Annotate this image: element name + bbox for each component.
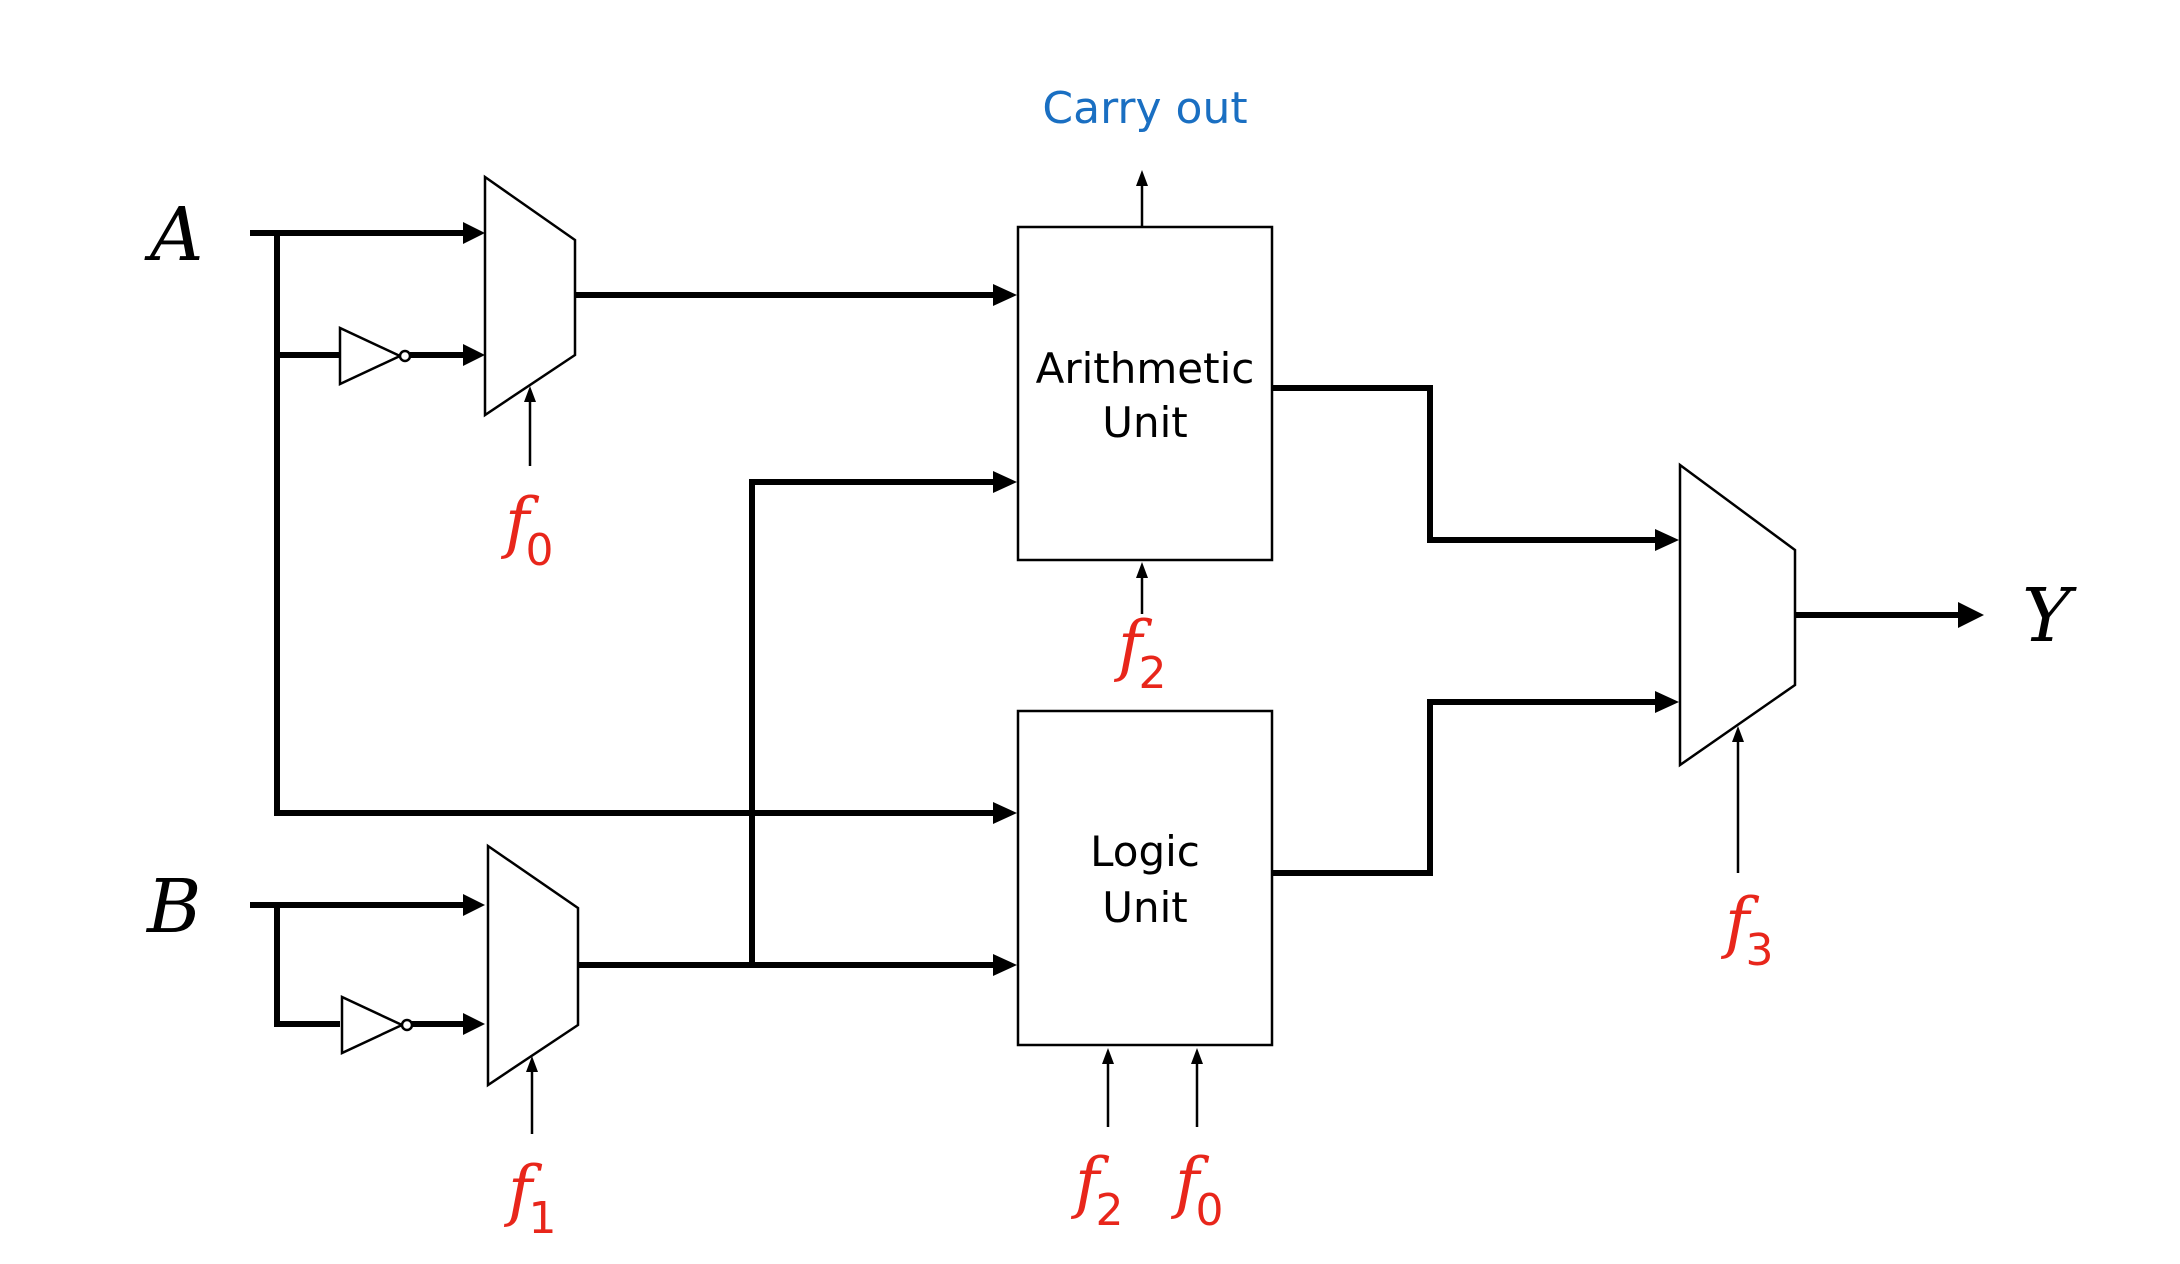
logic-unit-label-2: Unit (1102, 883, 1188, 932)
f1-arrowhead (526, 1056, 538, 1072)
control-f2-logic: f2 (1070, 1144, 1123, 1236)
control-f2-arith: f2 (1113, 607, 1166, 699)
f0-logic-arrowhead (1191, 1048, 1203, 1064)
arithmetic-unit-label-1: Arithmetic (1036, 344, 1255, 393)
input-a-label: A (144, 192, 203, 278)
mux-b (486, 843, 580, 1088)
wire-arith-out (1272, 385, 1660, 543)
arithmetic-unit-label-2: Unit (1102, 398, 1188, 447)
control-lines (524, 170, 1744, 1134)
control-f3-mux-out: f3 (1720, 884, 1773, 976)
wire-a-branch (274, 233, 1000, 816)
arrow-b-mux-bottom (463, 1013, 485, 1035)
arrow-y (1958, 602, 1984, 628)
arrow-out-mux-bottom (1655, 691, 1679, 713)
arrowheads (463, 222, 1984, 1035)
carry-out-label: Carry out (1042, 83, 1247, 134)
output-y-label: Y (2022, 573, 2077, 659)
arrow-a-mux-bottom (463, 344, 485, 366)
arrow-logic-in-b (993, 954, 1017, 976)
arrow-out-mux-top (1655, 529, 1679, 551)
arrow-b-mux-top (463, 894, 485, 916)
mux-out (1678, 462, 1797, 768)
wire-mux-b-to-arith (749, 479, 1000, 965)
mux-a (483, 174, 577, 418)
arrow-arith-in-a (993, 284, 1017, 306)
f2-arith-arrowhead (1136, 562, 1148, 578)
control-f1-mux-b: f1 (503, 1152, 556, 1244)
f2-logic-arrowhead (1102, 1048, 1114, 1064)
logic-unit-label-1: Logic (1090, 827, 1200, 876)
inverter-a (338, 326, 412, 386)
arrow-a-mux-top (463, 222, 485, 244)
carry-out-arrowhead (1136, 170, 1148, 186)
f3-arrowhead (1732, 726, 1744, 742)
arithmetic-unit (1016, 225, 1274, 562)
wires (250, 230, 1960, 1027)
f0-arrowhead (524, 386, 536, 402)
wire-b-branch (274, 905, 340, 1027)
input-b-label: B (145, 864, 201, 950)
inverter-b (340, 995, 414, 1055)
arrow-logic-in-a (993, 802, 1017, 824)
arrow-arith-in-b (993, 471, 1017, 493)
control-f0-mux-a: f0 (500, 484, 553, 576)
control-f0-logic: f0 (1170, 1144, 1223, 1236)
logic-unit (1016, 709, 1274, 1047)
wire-logic-out (1272, 699, 1660, 876)
